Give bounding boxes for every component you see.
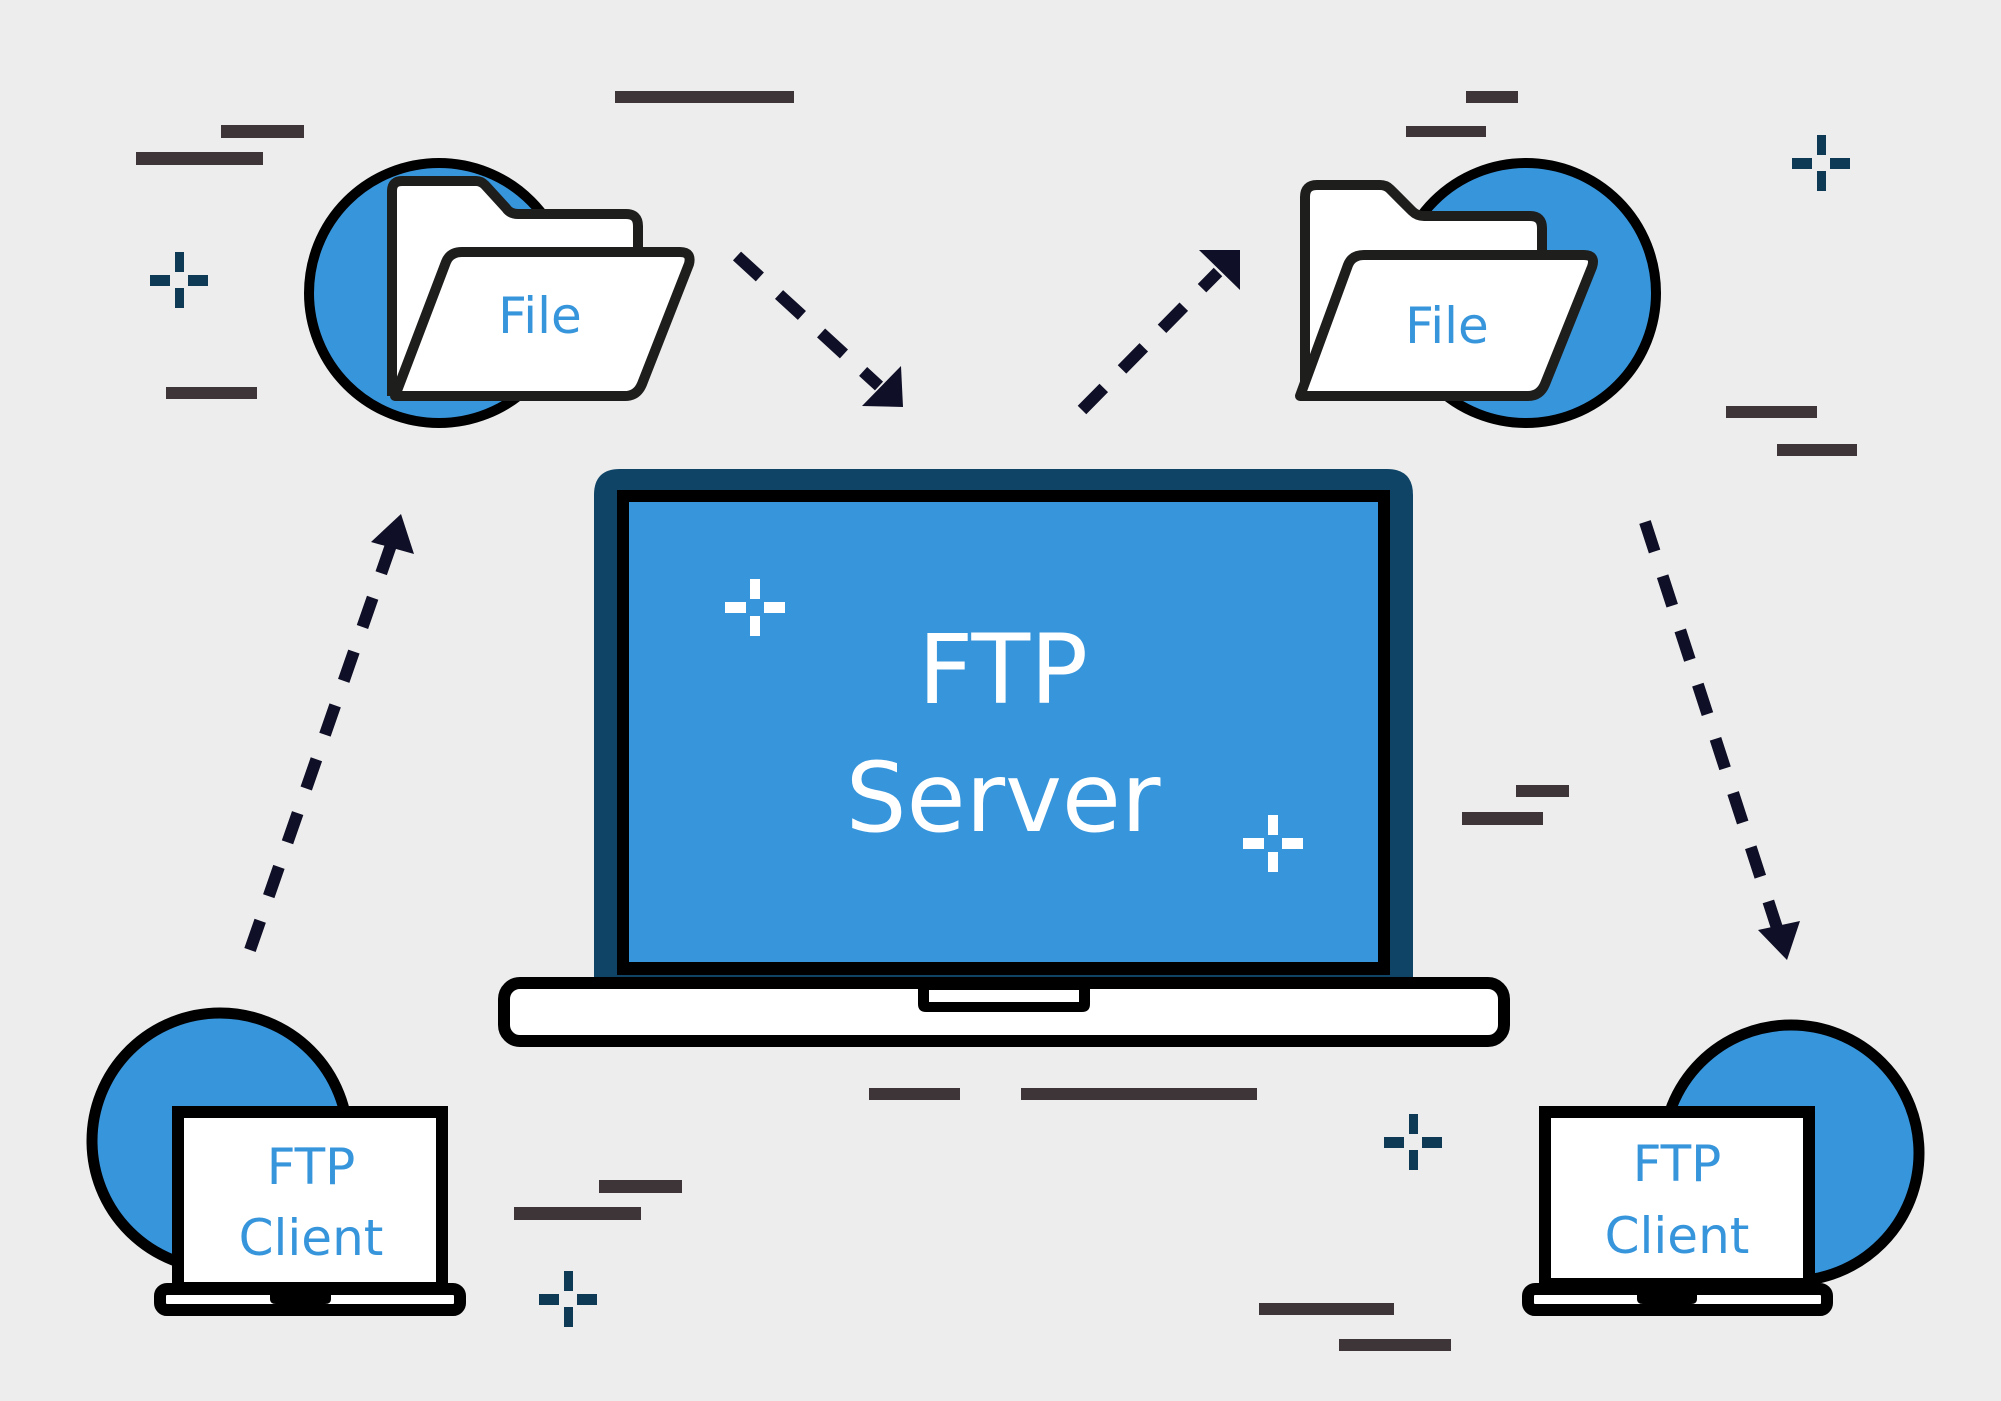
- file-node-left: File: [304, 158, 695, 428]
- dash-line: [136, 152, 263, 165]
- client-left-label-line2: Client: [239, 1209, 384, 1267]
- flow-arrow-server-to-file-right: [1077, 250, 1240, 415]
- dash-line: [514, 1207, 641, 1220]
- file-right-label: File: [1405, 297, 1489, 355]
- dash-line: [869, 1088, 960, 1100]
- sparkle-icon: [1792, 135, 1850, 191]
- dash-line: [1259, 1303, 1394, 1315]
- folder-front-icon: [390, 247, 695, 401]
- server-label-line2: Server: [846, 742, 1161, 854]
- client-left-base-notch: [270, 1289, 331, 1304]
- server-node: FTP Server: [498, 469, 1510, 1047]
- client-right-label-line1: FTP: [1633, 1135, 1722, 1193]
- dash-line: [1462, 812, 1543, 825]
- client-left-screen: [172, 1106, 448, 1294]
- client-node-left: FTP Client: [86, 1007, 466, 1316]
- sparkle-icon: [1384, 1114, 1442, 1170]
- dashed-line: [244, 543, 397, 952]
- sparkles: [150, 135, 1850, 1327]
- file-left-label: File: [498, 287, 582, 345]
- dashed-line: [1639, 520, 1783, 930]
- dash-line: [1339, 1339, 1451, 1351]
- flow-arrow-file-right-to-client-right: [1639, 520, 1800, 960]
- file-node-right: File: [1295, 158, 1661, 428]
- decorative-dashes: [136, 91, 1857, 1351]
- server-base-notch-inner: [929, 990, 1079, 1002]
- flow-arrow-client-left-to-file-left: [244, 514, 414, 952]
- sparkle-icon: [1243, 815, 1303, 872]
- dash-line: [221, 125, 304, 138]
- arrowhead-icon: [1199, 250, 1240, 290]
- arrowhead-icon: [1758, 921, 1800, 960]
- flow-arrows: [244, 250, 1800, 960]
- sparkle-icon: [539, 1271, 597, 1327]
- client-right-base-notch: [1637, 1289, 1697, 1304]
- server-screen: [629, 502, 1378, 962]
- dash-line: [1726, 406, 1817, 418]
- client-node-right: FTP Client: [1522, 1019, 1925, 1316]
- dash-line: [599, 1180, 682, 1193]
- arrowhead-icon: [862, 366, 903, 407]
- dash-line: [1021, 1088, 1257, 1100]
- client-left-label-line1: FTP: [267, 1138, 356, 1196]
- server-label-line1: FTP: [918, 614, 1088, 726]
- dash-line: [166, 387, 257, 399]
- dash-line: [1406, 126, 1486, 137]
- sparkle-icon: [725, 579, 785, 636]
- arrowhead-icon: [371, 514, 414, 554]
- dash-line: [1466, 91, 1518, 103]
- sparkle-icon: [150, 252, 208, 308]
- client-right-label-line2: Client: [1605, 1207, 1750, 1265]
- dash-line: [615, 91, 794, 103]
- dash-line: [1516, 785, 1569, 797]
- flow-arrow-file-left-to-server: [732, 251, 903, 407]
- folder-front-icon: [1295, 250, 1598, 401]
- dash-line: [1777, 444, 1857, 456]
